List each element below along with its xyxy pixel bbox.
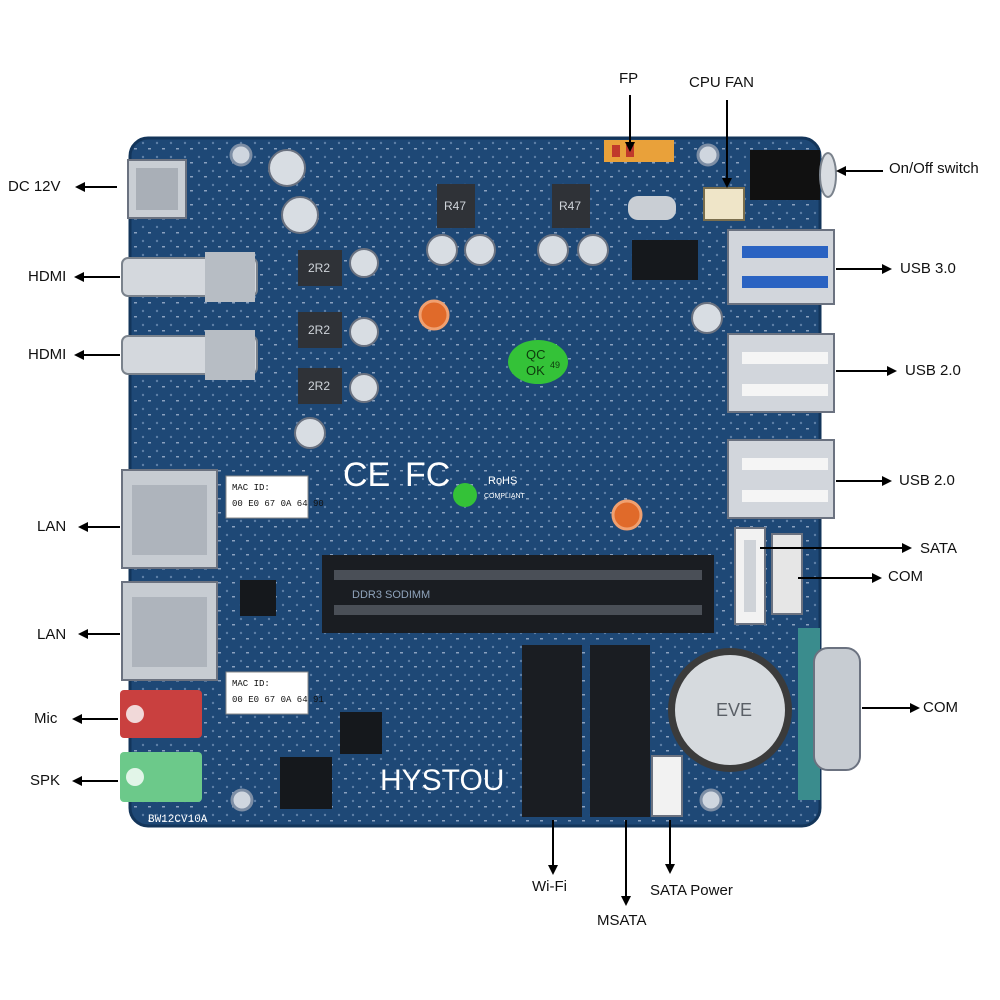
rohs-text: RoHS: [488, 475, 517, 487]
wifi-slot: [522, 645, 582, 817]
label-lan-2: LAN: [37, 626, 67, 643]
usb20-port-1: [727, 333, 835, 413]
hdmi-port-2: [121, 330, 258, 380]
label-hdmi-1: HDMI: [28, 268, 67, 285]
model-text: BW12CV10A: [148, 814, 208, 826]
power-switch: [750, 150, 837, 200]
label-usb30: USB 3.0: [900, 260, 956, 277]
inductor-3-text: 2R2: [308, 379, 330, 393]
dc-jack: [127, 159, 187, 219]
label-hdmi-2: HDMI: [28, 346, 67, 363]
mac-1-title: MAC ID:: [232, 483, 270, 493]
battery-text: EVE: [716, 700, 752, 720]
label-fp: FP: [619, 70, 639, 87]
label-com-header: COM: [888, 568, 923, 585]
cpu-fan-header: [703, 187, 745, 221]
com-header: [771, 533, 803, 615]
label-com-port: COM: [923, 699, 958, 716]
label-sata: SATA: [920, 540, 957, 557]
inductor-4-text: R47: [444, 199, 466, 213]
brand-text: HYSTOU: [380, 764, 504, 797]
label-usb20-1: USB 2.0: [905, 362, 961, 379]
sata-power-connector: [651, 755, 683, 817]
label-mic: Mic: [34, 710, 58, 727]
ddr-label: DDR3 SODIMM: [352, 589, 430, 601]
mac-2-value: 00 E0 67 0A 64 91: [232, 695, 324, 705]
msata-slot: [590, 645, 650, 817]
qc-text-1: QC: [526, 347, 546, 362]
mic-jack: [120, 690, 202, 738]
spk-jack: [120, 752, 202, 802]
rohs-compliant-text: COMPLIANT: [484, 493, 526, 500]
label-dc12v: DC 12V: [8, 178, 61, 195]
label-cpu-fan: CPU FAN: [689, 74, 755, 91]
label-spk: SPK: [30, 772, 61, 789]
com-port: [798, 628, 861, 800]
qc-sticker: [453, 340, 568, 507]
label-onoff-switch: On/Off switch: [889, 160, 979, 177]
mac-1-value: 00 E0 67 0A 64 90: [232, 499, 324, 509]
cmos-battery: [668, 648, 792, 772]
inductor-1-text: 2R2: [308, 261, 330, 275]
callout-arrows: [72, 95, 920, 906]
components: [225, 149, 723, 809]
qc-number: 49: [550, 360, 560, 370]
label-wifi: Wi-Fi: [532, 878, 567, 895]
usb30-port: [727, 229, 835, 305]
ddr-slot: [322, 555, 714, 633]
mac-2-title: MAC ID:: [232, 679, 270, 689]
label-usb20-2: USB 2.0: [899, 472, 955, 489]
lan-port-1: [121, 469, 218, 569]
usb20-port-2: [727, 439, 835, 519]
inductor-5-text: R47: [559, 199, 581, 213]
label-msata: MSATA: [597, 912, 647, 929]
fc-mark: FC: [405, 456, 450, 494]
hdmi-port-1: [121, 252, 258, 302]
sata-connector: [734, 527, 766, 625]
ce-mark: CE: [343, 456, 390, 494]
inductor-2-text: 2R2: [308, 323, 330, 337]
label-lan-1: LAN: [37, 518, 67, 535]
qc-text-2: OK: [526, 363, 545, 378]
label-sata-power: SATA Power: [650, 882, 733, 899]
lan-port-2: [121, 581, 218, 681]
fp-header: [604, 140, 674, 162]
